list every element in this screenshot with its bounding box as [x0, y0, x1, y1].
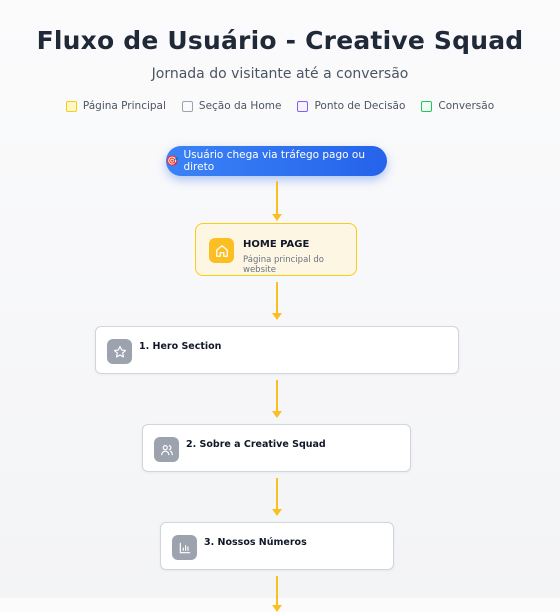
section-node-label: 2. Sobre a Creative Squad — [186, 439, 326, 450]
flow-arrow — [272, 576, 282, 612]
users-icon — [154, 437, 179, 462]
section-node-label: 3. Nossos Números — [204, 537, 307, 548]
star-icon — [107, 339, 132, 364]
page-subtitle: Jornada do visitante até a conversão — [151, 66, 409, 82]
legend-label: Ponto de Decisão — [314, 100, 406, 112]
home-page-title: HOME PAGE — [243, 239, 310, 250]
legend-item-decision-point: Ponto de Decisão — [297, 100, 405, 112]
home-icon — [209, 238, 234, 263]
legend-label: Página Principal — [82, 100, 166, 112]
start-node[interactable]: 🎯 Usuário chega via tráfego pago ou dire… — [166, 146, 387, 176]
home-page-subtitle: Página principal do website — [243, 255, 324, 275]
legend-item-main-page: Página Principal — [65, 100, 166, 112]
flow-arrow — [272, 282, 282, 320]
section-node-label: 1. Hero Section — [139, 341, 222, 352]
section-node-numbers[interactable]: 3. Nossos Números — [160, 522, 394, 570]
legend-item-conversion: Conversão — [421, 100, 494, 112]
legend-item-home-section: Seção da Home — [181, 100, 282, 112]
legend-label: Seção da Home — [198, 100, 282, 112]
section-node-hero[interactable]: 1. Hero Section — [95, 326, 459, 374]
section-node-about[interactable]: 2. Sobre a Creative Squad — [142, 424, 411, 472]
flow-arrow — [272, 478, 282, 516]
home-page-node[interactable]: HOME PAGE Página principal do website — [195, 223, 357, 276]
bar-chart-icon — [172, 535, 197, 560]
legend-label: Conversão — [438, 100, 495, 112]
legend-swatch-purple — [297, 100, 309, 112]
target-icon: 🎯 — [166, 155, 179, 167]
legend-swatch-gray — [181, 100, 193, 112]
page-title: Fluxo de Usuário - Creative Squad — [36, 26, 524, 55]
flow-arrow — [272, 380, 282, 418]
legend-swatch-green — [421, 100, 433, 112]
start-node-label: Usuário chega via tráfego pago ou direto — [183, 149, 365, 173]
legend: Página Principal Seção da Home Ponto de … — [0, 100, 560, 112]
legend-swatch-yellow — [65, 100, 77, 112]
flow-arrow — [272, 181, 282, 221]
